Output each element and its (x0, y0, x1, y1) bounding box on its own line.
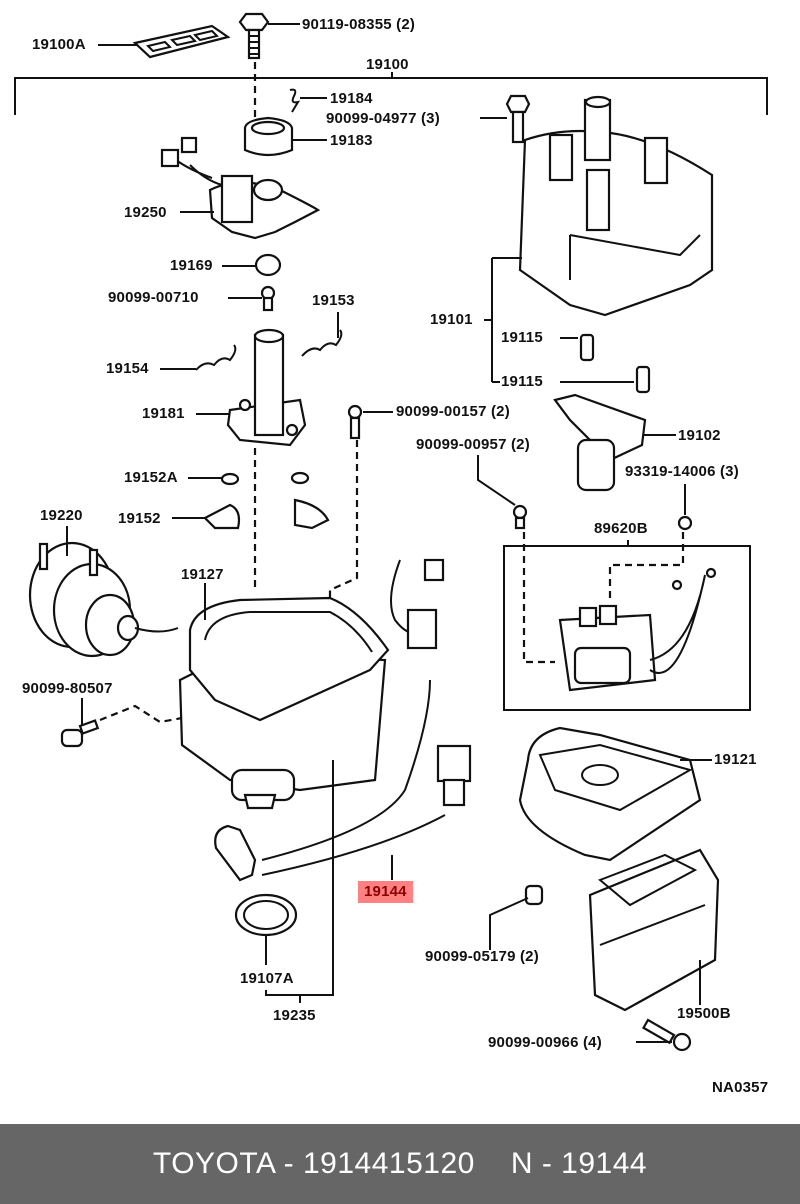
part-label-19169[interactable]: 19169 (170, 257, 213, 274)
part-label-19235[interactable]: 19235 (273, 1007, 316, 1024)
spring-19153 (301, 312, 343, 357)
part-label-19250[interactable]: 19250 (124, 204, 167, 221)
part-label-90099-00710[interactable]: 90099-00710 (108, 289, 199, 306)
part-label-19121[interactable]: 19121 (714, 751, 757, 768)
part-label-19100[interactable]: 19100 (366, 56, 409, 73)
bolt-90099-80507 (60, 698, 183, 748)
cover-19121 (518, 726, 712, 862)
housing-19127 (178, 583, 390, 810)
part-label-19184[interactable]: 19184 (330, 90, 373, 107)
part-label-90099-80507[interactable]: 90099-80507 (22, 680, 113, 697)
diagram-code: NA0357 (712, 1079, 769, 1096)
footer-brand-part-number: TOYOTA - 1914415120 (152, 1147, 475, 1180)
part-label-19127[interactable]: 19127 (181, 566, 224, 583)
part-label-90099-00966[interactable]: 90099-00966 (4) (488, 1034, 602, 1051)
part-label-90099-00157[interactable]: 90099-00157 (2) (396, 403, 510, 420)
e-clip-19152A (188, 471, 310, 486)
igniter-box-89620B (503, 532, 751, 711)
label-plate-19100A (98, 24, 231, 59)
screw-90099-00710 (228, 285, 276, 312)
felt-19169 (222, 253, 282, 277)
igniter-19500B (588, 848, 720, 1012)
vacuum-advancer-19220 (28, 526, 179, 658)
part-label-19220[interactable]: 19220 (40, 507, 83, 524)
bracket-19235 (265, 760, 334, 1003)
bolt-90099-04977 (480, 94, 531, 144)
part-label-19115-a[interactable]: 19115 (501, 329, 543, 346)
o-ring-19107A (234, 893, 298, 965)
assembly-bracket-19100 (14, 72, 768, 115)
bolt-90099-00966 (636, 1018, 692, 1052)
weight-19152 (172, 498, 330, 530)
clip-19184 (289, 88, 327, 113)
washer-93319-14006 (677, 484, 693, 531)
footer-reference: N - 19144 (510, 1147, 648, 1180)
bolt-90119-08355 (238, 12, 300, 118)
part-label-19181[interactable]: 19181 (142, 405, 185, 422)
part-label-19107A[interactable]: 19107A (240, 970, 294, 987)
pickup-coil-19250 (160, 136, 321, 240)
carbon-19115 (560, 333, 651, 394)
part-label-19183[interactable]: 19183 (330, 132, 373, 149)
bolt-90099-00957 (477, 455, 528, 530)
footer-bar: TOYOTA - 1914415120 N - 19144 (0, 1124, 800, 1204)
parts-diagram: 19100A 90119-08355 (2) 19100 19184 90099… (14, 12, 769, 1096)
screw-90099-05179 (489, 884, 544, 950)
part-label-19152[interactable]: 19152 (118, 510, 161, 527)
part-label-19500B[interactable]: 19500B (677, 1005, 731, 1022)
distributor-cap-19101 (484, 95, 714, 383)
part-label-19101[interactable]: 19101 (430, 311, 473, 328)
cover-19183 (243, 116, 327, 157)
part-label-19115-b[interactable]: 19115 (501, 373, 543, 390)
part-label-19154[interactable]: 19154 (106, 360, 149, 377)
part-label-19102[interactable]: 19102 (678, 427, 721, 444)
diagram-drawing (14, 12, 768, 1052)
part-label-19153[interactable]: 19153 (312, 292, 355, 309)
part-label-90119-08355[interactable]: 90119-08355 (2) (302, 16, 416, 33)
part-label-89620B[interactable]: 89620B (594, 520, 648, 537)
part-label-90099-05179[interactable]: 90099-05179 (2) (425, 948, 539, 965)
part-label-19100A[interactable]: 19100A (32, 36, 86, 53)
wire-harness-19144 (214, 558, 472, 882)
rotor-19102 (553, 393, 676, 492)
governor-shaft-19181 (196, 328, 307, 590)
part-label-93319-14006[interactable]: 93319-14006 (3) (625, 463, 739, 480)
part-label-19144-highlighted[interactable]: 19144 (358, 881, 413, 903)
part-label-90099-04977[interactable]: 90099-04977 (3) (326, 110, 440, 127)
spring-19154 (160, 344, 237, 371)
part-label-19152A[interactable]: 19152A (124, 469, 178, 486)
part-label-90099-00957[interactable]: 90099-00957 (2) (416, 436, 530, 453)
